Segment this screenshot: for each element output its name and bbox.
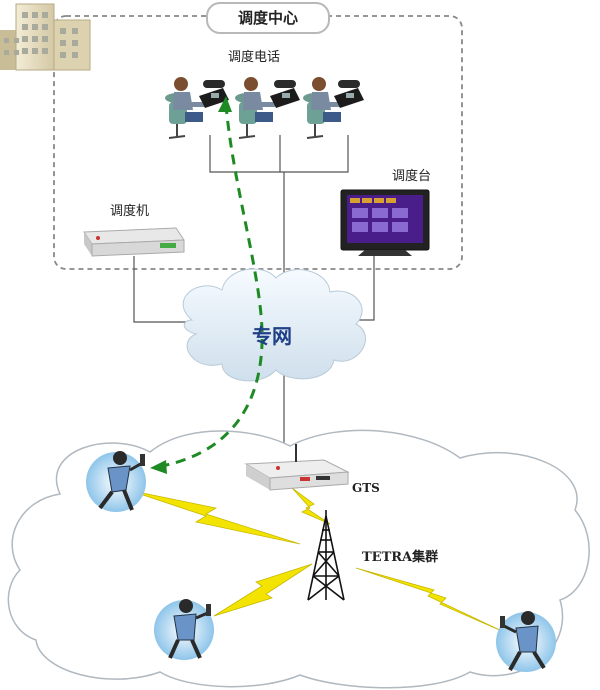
route-arrowhead-top — [218, 96, 232, 112]
dispatch-console-icon — [340, 189, 430, 256]
telephone-icon — [270, 80, 300, 108]
gts-gateway-icon — [244, 444, 350, 491]
dispatch-center-title: 调度中心 — [206, 2, 330, 34]
route-arrowhead-bottom — [150, 460, 167, 474]
gts-label: GTS — [352, 481, 380, 495]
dispatch-switch-icon — [83, 227, 185, 257]
dispatch-phones-label: 调度电话 — [228, 50, 281, 65]
operator-icon — [303, 77, 343, 139]
radio-user-icon — [86, 451, 146, 512]
operator-icon — [235, 77, 275, 139]
radio-user-icon — [496, 611, 556, 672]
call-route-dashed — [161, 103, 264, 468]
lightning-bolts — [127, 487, 505, 633]
dispatch-console-label: 调度台 — [392, 169, 432, 184]
private-network-label: 专网 — [252, 324, 292, 348]
tetra-cluster-label: TETRA集群 — [362, 550, 439, 565]
private-network-cloud — [182, 268, 366, 382]
radio-tower-icon — [307, 510, 345, 601]
telephone-icon — [199, 80, 229, 108]
radio-user-icon — [154, 599, 214, 660]
operator-icon — [165, 77, 205, 139]
dispatch-switch-label: 调度机 — [110, 204, 150, 219]
telephone-icon — [334, 80, 364, 108]
building-icon — [0, 3, 91, 71]
